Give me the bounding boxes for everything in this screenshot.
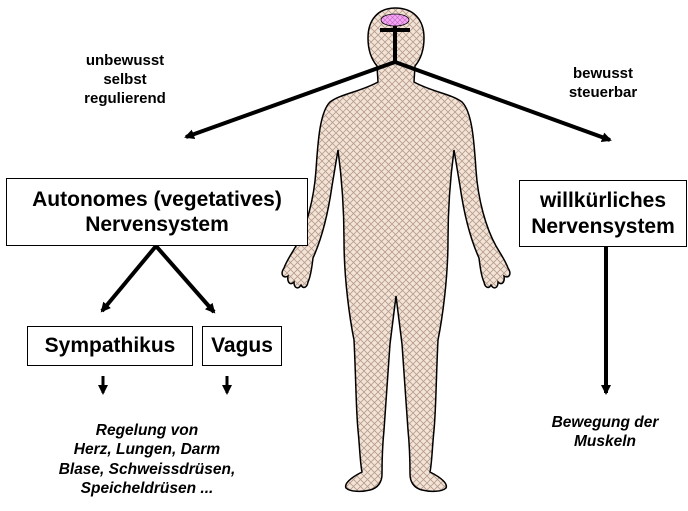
voluntary-box-line-1: willkürliches xyxy=(540,188,666,213)
autonomic-effects-line-1: Regelung von xyxy=(22,421,272,440)
autonomic-effects-line-4: Speicheldrüsen ... xyxy=(22,479,272,498)
unconscious-label: unbewusst selbst regulierend xyxy=(60,52,190,108)
conscious-label-line-1: bewusst xyxy=(548,65,658,84)
unconscious-label-line-3: regulierend xyxy=(60,90,190,109)
autonomic-box-line-2: Nervensystem xyxy=(85,212,229,237)
sympathikus-box: Sympathikus xyxy=(27,326,193,366)
voluntary-effects-line-2: Muskeln xyxy=(530,432,680,451)
voluntary-effects-line-1: Bewegung der xyxy=(530,413,680,432)
voluntary-box-line-2: Nervensystem xyxy=(531,214,675,239)
human-body-figure xyxy=(282,8,510,491)
autonomic-effects-text: Regelung von Herz, Lungen, Darm Blase, S… xyxy=(22,421,272,499)
autonomic-box-line-1: Autonomes (vegetatives) xyxy=(32,187,282,212)
autonomic-effects-line-2: Herz, Lungen, Darm xyxy=(22,440,272,459)
conscious-label: bewusst steuerbar xyxy=(548,65,658,103)
unconscious-label-line-2: selbst xyxy=(60,71,190,90)
conscious-label-line-2: steuerbar xyxy=(548,84,658,103)
body-silhouette xyxy=(282,8,510,491)
voluntary-nervous-system-box: willkürliches Nervensystem xyxy=(519,180,687,247)
vagus-box: Vagus xyxy=(202,326,282,366)
autonomic-effects-line-3: Blase, Schweissdrüsen, xyxy=(22,460,272,479)
arrow-to-vagus xyxy=(156,246,214,312)
voluntary-effects-text: Bewegung der Muskeln xyxy=(530,413,680,452)
unconscious-label-line-1: unbewusst xyxy=(60,52,190,71)
brain-shape xyxy=(381,14,409,26)
autonomic-nervous-system-box: Autonomes (vegetatives) Nervensystem xyxy=(6,178,308,246)
arrow-to-sympathikus xyxy=(102,246,156,311)
